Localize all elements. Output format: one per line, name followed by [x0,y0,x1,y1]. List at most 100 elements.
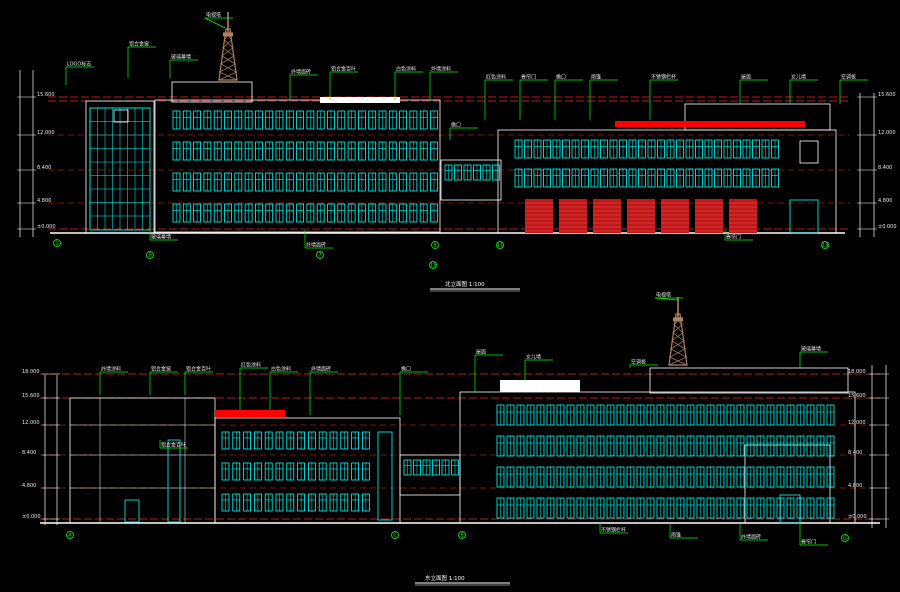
window [656,466,665,488]
window [419,141,428,161]
window [234,203,243,223]
callout-text: 不锈钢栏杆 [601,527,626,534]
window [736,497,745,519]
window [337,110,346,130]
window [723,139,732,159]
window [826,466,835,488]
window [368,203,377,223]
tower-brace [223,38,233,48]
window [600,139,608,159]
window [514,139,523,159]
window [736,435,745,457]
window [224,110,232,130]
window [318,431,327,450]
window [285,172,294,192]
window [576,497,585,519]
window [172,203,181,223]
window [357,110,366,130]
window [600,168,608,188]
window [806,404,815,426]
callout-text: LOGO标志 [67,61,91,68]
grid-bubble-top [821,241,829,249]
window [666,466,675,488]
window [286,431,295,450]
window [596,404,605,426]
right-logo-mark [799,140,819,164]
window [676,466,685,488]
window [596,435,605,457]
callout-text: 玻璃幕墙 [151,234,171,241]
window [533,168,542,188]
roller-shutter [525,199,553,233]
window [357,172,366,192]
callout-text: 白色涂料 [271,366,291,373]
window [586,404,595,426]
window [329,431,338,450]
entrance-door [789,199,819,234]
window [546,497,555,519]
window [306,110,315,130]
window [816,466,825,488]
roof-box [649,367,849,394]
elevation-text-left: 15.600 [22,393,40,399]
window [723,168,732,188]
window [566,404,575,426]
window [275,110,284,130]
window [253,493,262,512]
window [716,466,725,488]
window [318,493,327,512]
window [514,168,523,188]
grid-bubble-bottom [391,531,399,539]
window [609,168,618,188]
tower-legs [218,28,238,81]
window [676,139,684,159]
window [786,435,795,457]
window [306,172,315,192]
window [361,493,370,512]
window [430,172,438,192]
window [473,164,481,181]
window [657,139,665,159]
roof-white-band [320,97,400,103]
stair-glazing [377,431,393,521]
window [636,435,645,457]
window [596,466,605,488]
window [742,168,751,188]
window [526,497,535,519]
window [316,203,325,223]
window [296,141,305,161]
window [275,203,284,223]
window [496,404,505,426]
window [307,462,316,481]
window [576,435,585,457]
window [746,466,755,488]
window [676,497,685,519]
window [646,466,655,488]
window [232,431,241,450]
window [403,459,412,476]
window [556,404,565,426]
grid-bubble-top [496,241,504,249]
grid-bubble-bottom [66,531,74,539]
window [253,462,262,481]
tower-brace [221,55,235,64]
window [676,404,685,426]
window [543,139,551,159]
tower-platform [673,317,683,322]
grid-bubble-label: 15 [430,263,436,269]
window [816,404,825,426]
window [244,203,253,223]
window [771,168,779,188]
callout-text: 卷帘门 [801,539,816,546]
window [454,164,462,181]
window [716,404,725,426]
window [695,168,703,188]
window [626,435,635,457]
elevation-text-left: 18.000 [22,369,40,375]
window [193,172,202,192]
left-door [124,499,140,523]
window [234,110,243,130]
window [285,110,294,130]
callout-text: 檐口 [451,122,461,129]
